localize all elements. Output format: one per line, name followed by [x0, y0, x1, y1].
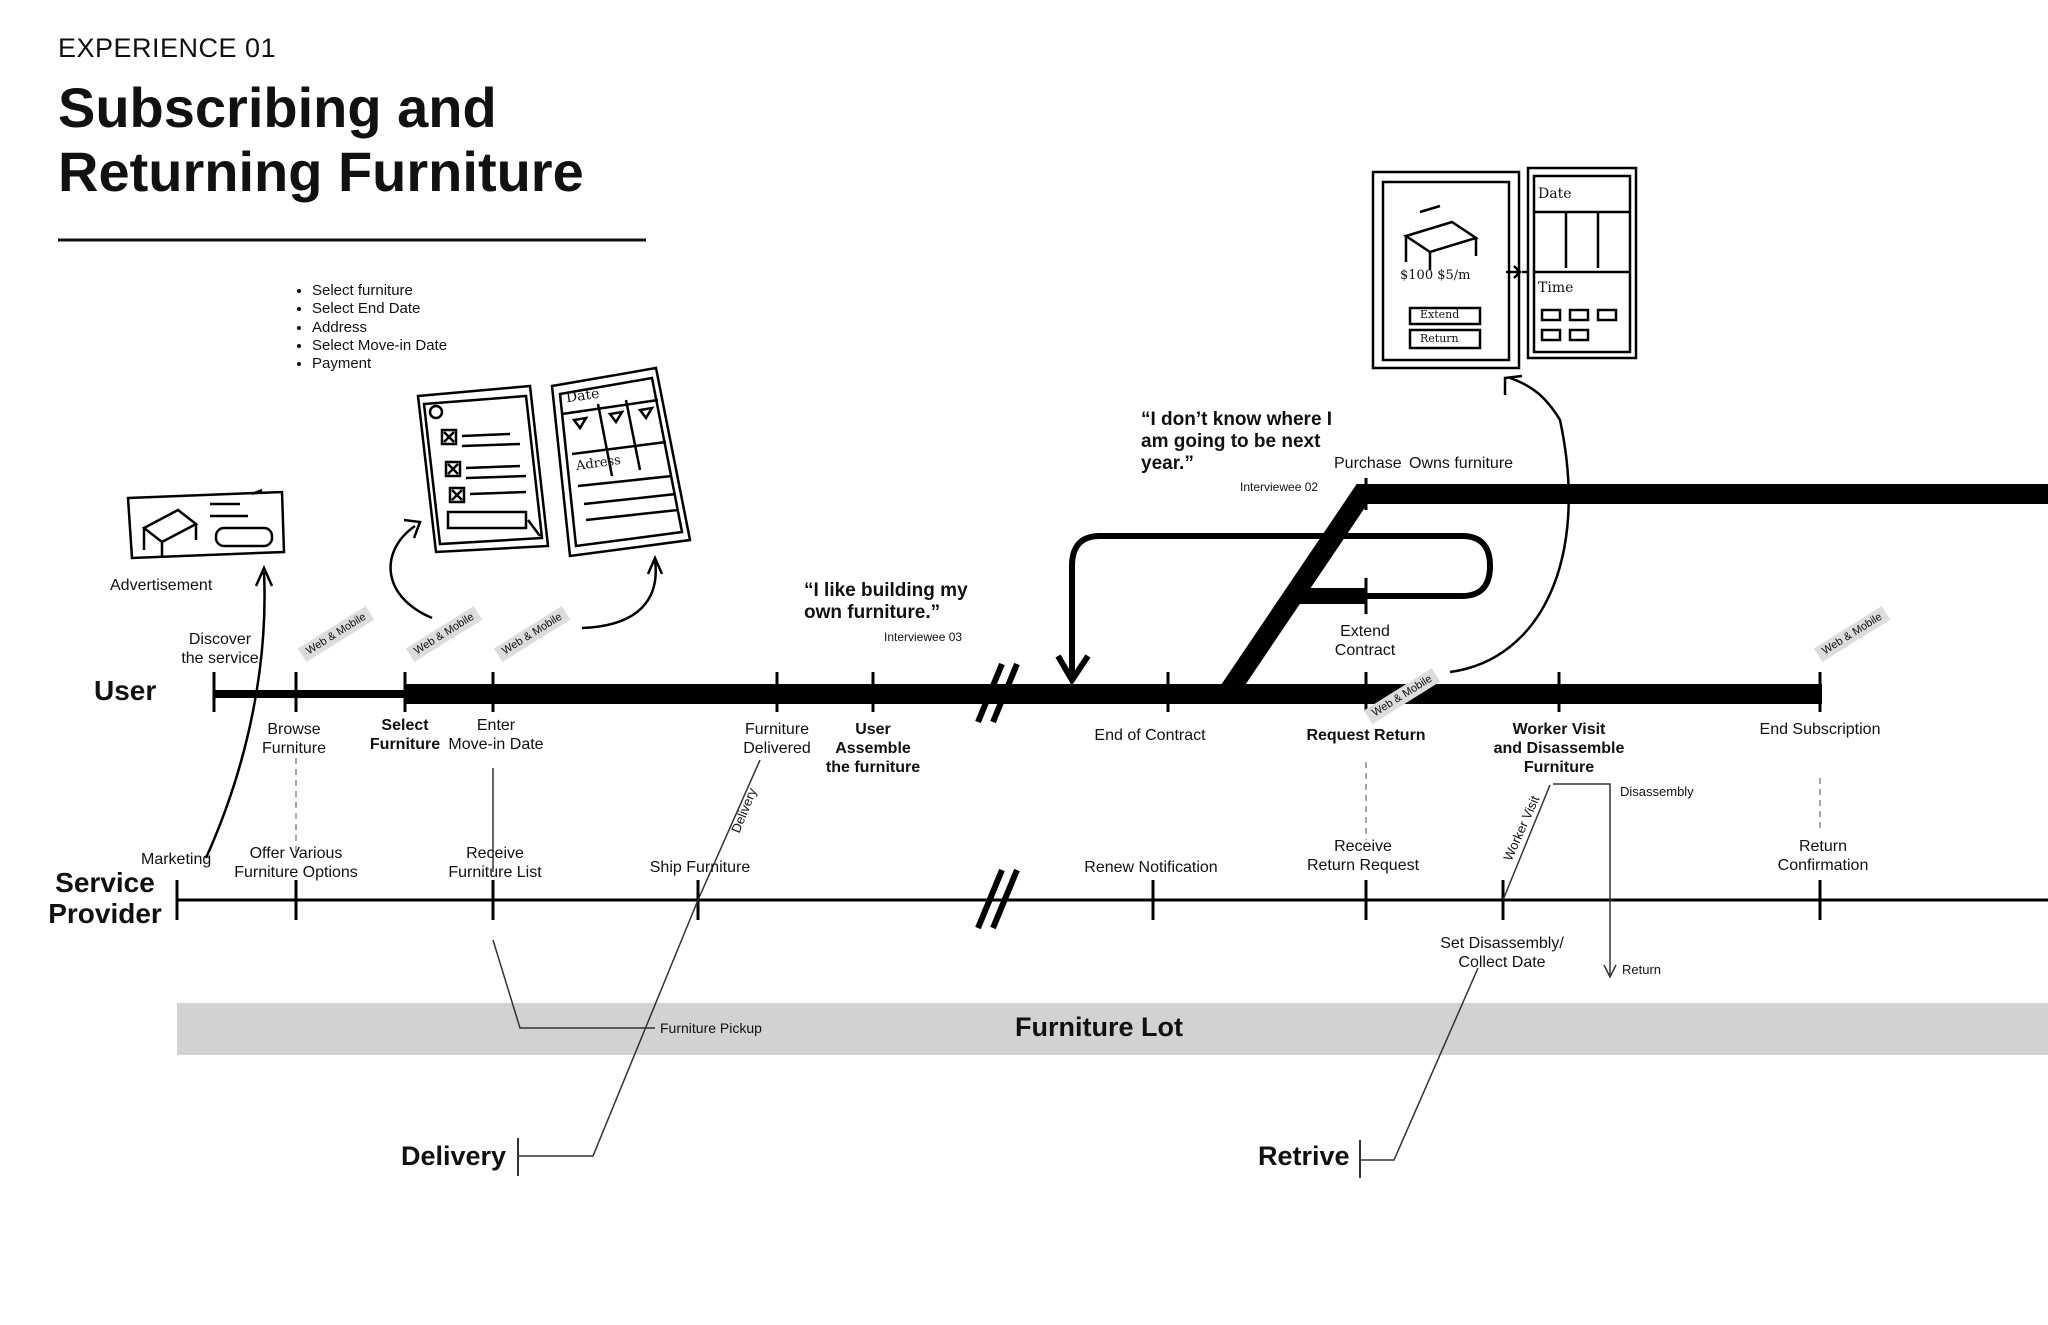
user-step-worker-visit-line-2: and Disassemble — [1493, 740, 1625, 758]
quote-building: “I like building my own furniture.” — [804, 580, 968, 623]
furniture-lot-band — [177, 1003, 2048, 1055]
experience-eyebrow: EXPERIENCE 01 — [58, 33, 277, 63]
user-step-select-line-2: Furniture — [369, 736, 441, 754]
provider-step-receive-return: Receive Return Request — [1307, 837, 1419, 875]
flow-lines — [492, 759, 1617, 1178]
provider-step-marketing: Marketing — [141, 851, 212, 868]
page-title-line-1: Subscribing and — [58, 76, 497, 139]
provider-step-return-confirmation: Return Confirmation — [1778, 837, 1869, 875]
lane-label-user: User — [94, 675, 157, 706]
user-step-worker-visit-line-1: Worker Visit — [1512, 721, 1606, 738]
user-step-extend-line-2: Contract — [1334, 642, 1396, 660]
user-step-browse-line-1: Browse — [267, 721, 321, 738]
flow-label-furniture-pickup: Furniture Pickup — [660, 1020, 762, 1036]
sketch-text-date-2: Date — [1538, 186, 1572, 202]
user-step-worker-visit-line-3: Furniture — [1523, 759, 1595, 777]
user-step-select: Select Furniture — [370, 716, 440, 754]
user-step-discover: Discover the service — [181, 630, 258, 668]
checklist-item: Address — [312, 319, 447, 337]
flow-label-return: Return — [1622, 962, 1662, 977]
user-step-end-subscription: End Subscription — [1759, 721, 1881, 738]
user-step-extend: Extend Contract — [1335, 622, 1395, 660]
user-step-worker-visit: Worker Visit and Disassemble Furniture — [1494, 720, 1625, 778]
checklist-items: Select furnitureSelect End DateAddressSe… — [292, 282, 447, 373]
provider-step-receive-list: Receive Furniture List — [448, 844, 541, 882]
user-step-extend-line-1: Extend — [1340, 623, 1390, 640]
provider-step-renew: Renew Notification — [1084, 859, 1218, 876]
marketing-arrow — [204, 564, 274, 859]
sketch-text-time: Time — [1538, 280, 1574, 296]
user-step-browse-line-2: Furniture — [261, 740, 327, 758]
advertisement-sketch — [126, 488, 286, 560]
advertisement-label: Advertisement — [110, 577, 213, 594]
purchase-branch — [1055, 478, 2048, 700]
provider-step-receive-return-line-1: Receive — [1334, 838, 1392, 855]
user-step-delivered-line-2: Delivered — [743, 740, 811, 758]
user-step-enter-date: Enter Move-in Date — [448, 716, 543, 754]
sketch-text-return: Return — [1420, 332, 1459, 345]
lane-label-furniture-lot: Furniture Lot — [1015, 1012, 1183, 1042]
user-step-request-return: Request Return — [1306, 727, 1426, 744]
user-step-browse: Browse Furniture — [262, 720, 326, 758]
user-step-assemble-line-1: User — [855, 721, 891, 738]
lane-label-delivery: Delivery — [401, 1141, 507, 1171]
provider-step-return-confirmation-line-1: Return — [1798, 838, 1848, 855]
user-step-select-line-1: Select — [381, 717, 429, 734]
checklist-item: Select furniture — [312, 282, 447, 300]
user-step-assemble: User Assemble the furniture — [826, 720, 920, 778]
user-step-enter-date-line-2: Move-in Date — [448, 736, 544, 754]
dashed-connectors — [295, 758, 1821, 855]
lane-label-service-provider-line-1: Service — [55, 867, 155, 898]
user-timeline-break — [975, 662, 1020, 724]
lane-label-service-provider-line-2: Provider — [48, 897, 162, 929]
user-timeline — [212, 672, 1822, 712]
user-step-delivered: Furniture Delivered — [743, 720, 811, 758]
checklist: Select furnitureSelect End DateAddressSe… — [292, 282, 447, 373]
provider-step-ship: Ship Furniture — [649, 859, 751, 876]
lane-label-retrive: Retrive — [1258, 1141, 1350, 1171]
user-step-assemble-line-3: the furniture — [825, 759, 921, 777]
user-step-assemble-line-2: Assemble — [835, 740, 911, 758]
lane-label-service-provider: Service Provider — [48, 867, 162, 930]
page-title: Subscribing and Returning Furniture — [58, 76, 758, 205]
provider-step-offer: Offer Various Furniture Options — [234, 844, 358, 882]
user-step-enter-date-line-1: Enter — [476, 717, 516, 734]
user-step-discover-line-1: Discover — [188, 631, 252, 648]
user-step-discover-line-2: the service — [181, 650, 259, 668]
user-step-owns-furniture: Owns furniture — [1409, 455, 1514, 472]
checklist-item: Select Move-in Date — [312, 337, 447, 355]
checklist-screen-sketch — [416, 384, 550, 554]
quote-building-attribution: Interviewee 03 — [884, 630, 963, 644]
provider-step-set-date-line-2: Collect Date — [1458, 954, 1546, 972]
sketch-text-price: $100 $5/m — [1400, 268, 1471, 283]
date-screen-sketch — [550, 366, 692, 558]
user-step-purchase: Purchase — [1334, 455, 1402, 472]
provider-step-receive-list-line-1: Receive — [466, 845, 524, 862]
page-title-line-2: Returning Furniture — [58, 140, 584, 204]
checklist-item: Select End Date — [312, 300, 447, 318]
provider-step-receive-list-line-2: Furniture List — [448, 864, 542, 882]
provider-step-offer-line-2: Furniture Options — [234, 864, 358, 882]
sketch-text-extend: Extend — [1420, 308, 1460, 321]
provider-step-set-date: Set Disassembly/ Collect Date — [1440, 934, 1564, 972]
provider-step-offer-line-1: Offer Various — [249, 845, 343, 862]
provider-timeline-break — [975, 868, 1020, 930]
quote-uncertainty-attribution: Interviewee 02 — [1240, 480, 1319, 494]
flow-label-disassembly: Disassembly — [1620, 784, 1694, 799]
user-step-end-contract: End of Contract — [1094, 727, 1206, 744]
checklist-item: Payment — [312, 355, 447, 373]
provider-step-set-date-line-1: Set Disassembly/ — [1440, 935, 1564, 952]
provider-step-return-confirmation-line-2: Confirmation — [1777, 857, 1869, 875]
provider-timeline — [175, 880, 2048, 920]
quote-uncertainty: “I don’t know where I am going to be nex… — [1141, 409, 1333, 474]
provider-step-receive-return-line-2: Return Request — [1306, 857, 1420, 875]
sketch-arrows — [389, 374, 1570, 674]
user-step-delivered-line-1: Furniture — [744, 721, 810, 738]
schedule-screen-sketch — [1506, 166, 1638, 360]
